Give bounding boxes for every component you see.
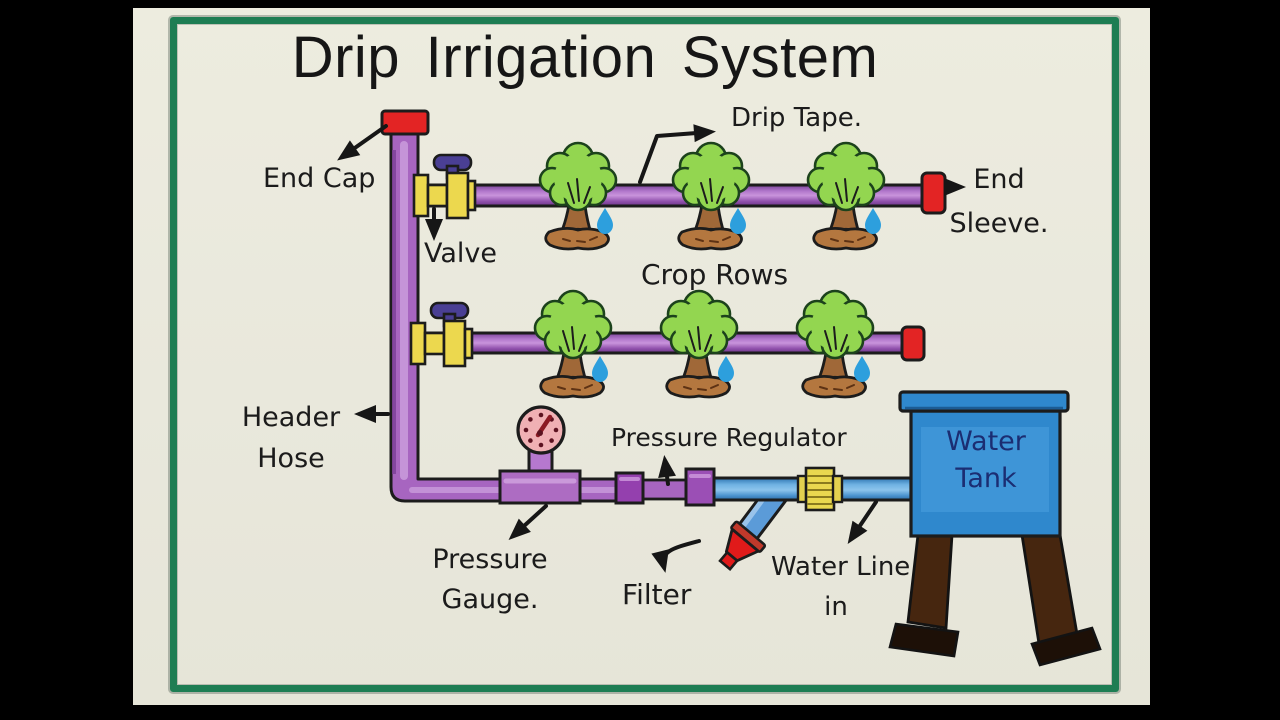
- pressure-gauge-unit: [498, 405, 582, 505]
- pressure-gauge-arrow: [508, 504, 548, 541]
- pressure-regulator-arrow: [658, 455, 676, 486]
- water-line-label: Water Line in: [771, 547, 911, 627]
- crop-plant-foliage: [659, 289, 739, 360]
- end-cap: [380, 109, 430, 136]
- end-sleeve-label-line1: End: [973, 164, 1025, 195]
- pressure-gauge-label-line2: Gauge.: [441, 584, 539, 615]
- drip-tape-arrow: [638, 124, 716, 184]
- filter-label: Filter: [622, 578, 692, 611]
- end-sleeve-label-line2: Sleeve.: [949, 208, 1049, 239]
- crop-plant-foliage: [795, 289, 875, 360]
- crop-rows-label: Crop Rows: [641, 258, 789, 291]
- pressure-regulator-label: Pressure Regulator: [611, 423, 847, 452]
- header-hose-label-line1: Header: [241, 402, 341, 433]
- end-sleeve-row-2: [900, 325, 926, 362]
- filter-arrow: [651, 539, 701, 573]
- water-tank-label-line1: Water: [946, 426, 1026, 457]
- green-border-frame: [170, 17, 1119, 692]
- water-tank-label-line2: Tank: [955, 463, 1017, 494]
- page-title: Drip Irrigation System: [291, 25, 879, 90]
- water-tank-label: Water Tank: [912, 423, 1060, 497]
- water-line-arrow: [847, 500, 878, 544]
- crop-plant-foliage: [671, 141, 751, 212]
- crop-plant-foliage: [538, 141, 618, 212]
- end-cap-label: End Cap: [263, 163, 376, 194]
- drawing-paper: [133, 8, 1150, 705]
- pressure-gauge-label-line1: Pressure: [432, 544, 548, 575]
- drip-tape-label: Drip Tape.: [731, 103, 862, 133]
- valve-row-2: [409, 301, 474, 368]
- header-hose-label: Header Hose: [236, 397, 346, 479]
- crop-plant-foliage: [806, 141, 886, 212]
- valve-label: Valve: [424, 238, 498, 269]
- header-hose-label-line2: Hose: [257, 443, 325, 474]
- water-tank: [888, 390, 1102, 667]
- pressure-regulator-unit: [614, 467, 716, 507]
- pressure-gauge-label: Pressure Gauge.: [427, 540, 553, 620]
- annotation-arrows: [337, 124, 966, 573]
- end-sleeve-label: End Sleeve.: [947, 158, 1051, 246]
- threaded-fitting: [796, 466, 844, 512]
- end-cap-arrow: [337, 124, 388, 161]
- end-sleeve-row-1: [920, 171, 947, 215]
- valve-row-1: [412, 153, 477, 220]
- water-line-label-line1: Water Line: [771, 552, 911, 582]
- crop-plant-foliage: [533, 289, 613, 360]
- water-line-label-line2: in: [824, 592, 848, 622]
